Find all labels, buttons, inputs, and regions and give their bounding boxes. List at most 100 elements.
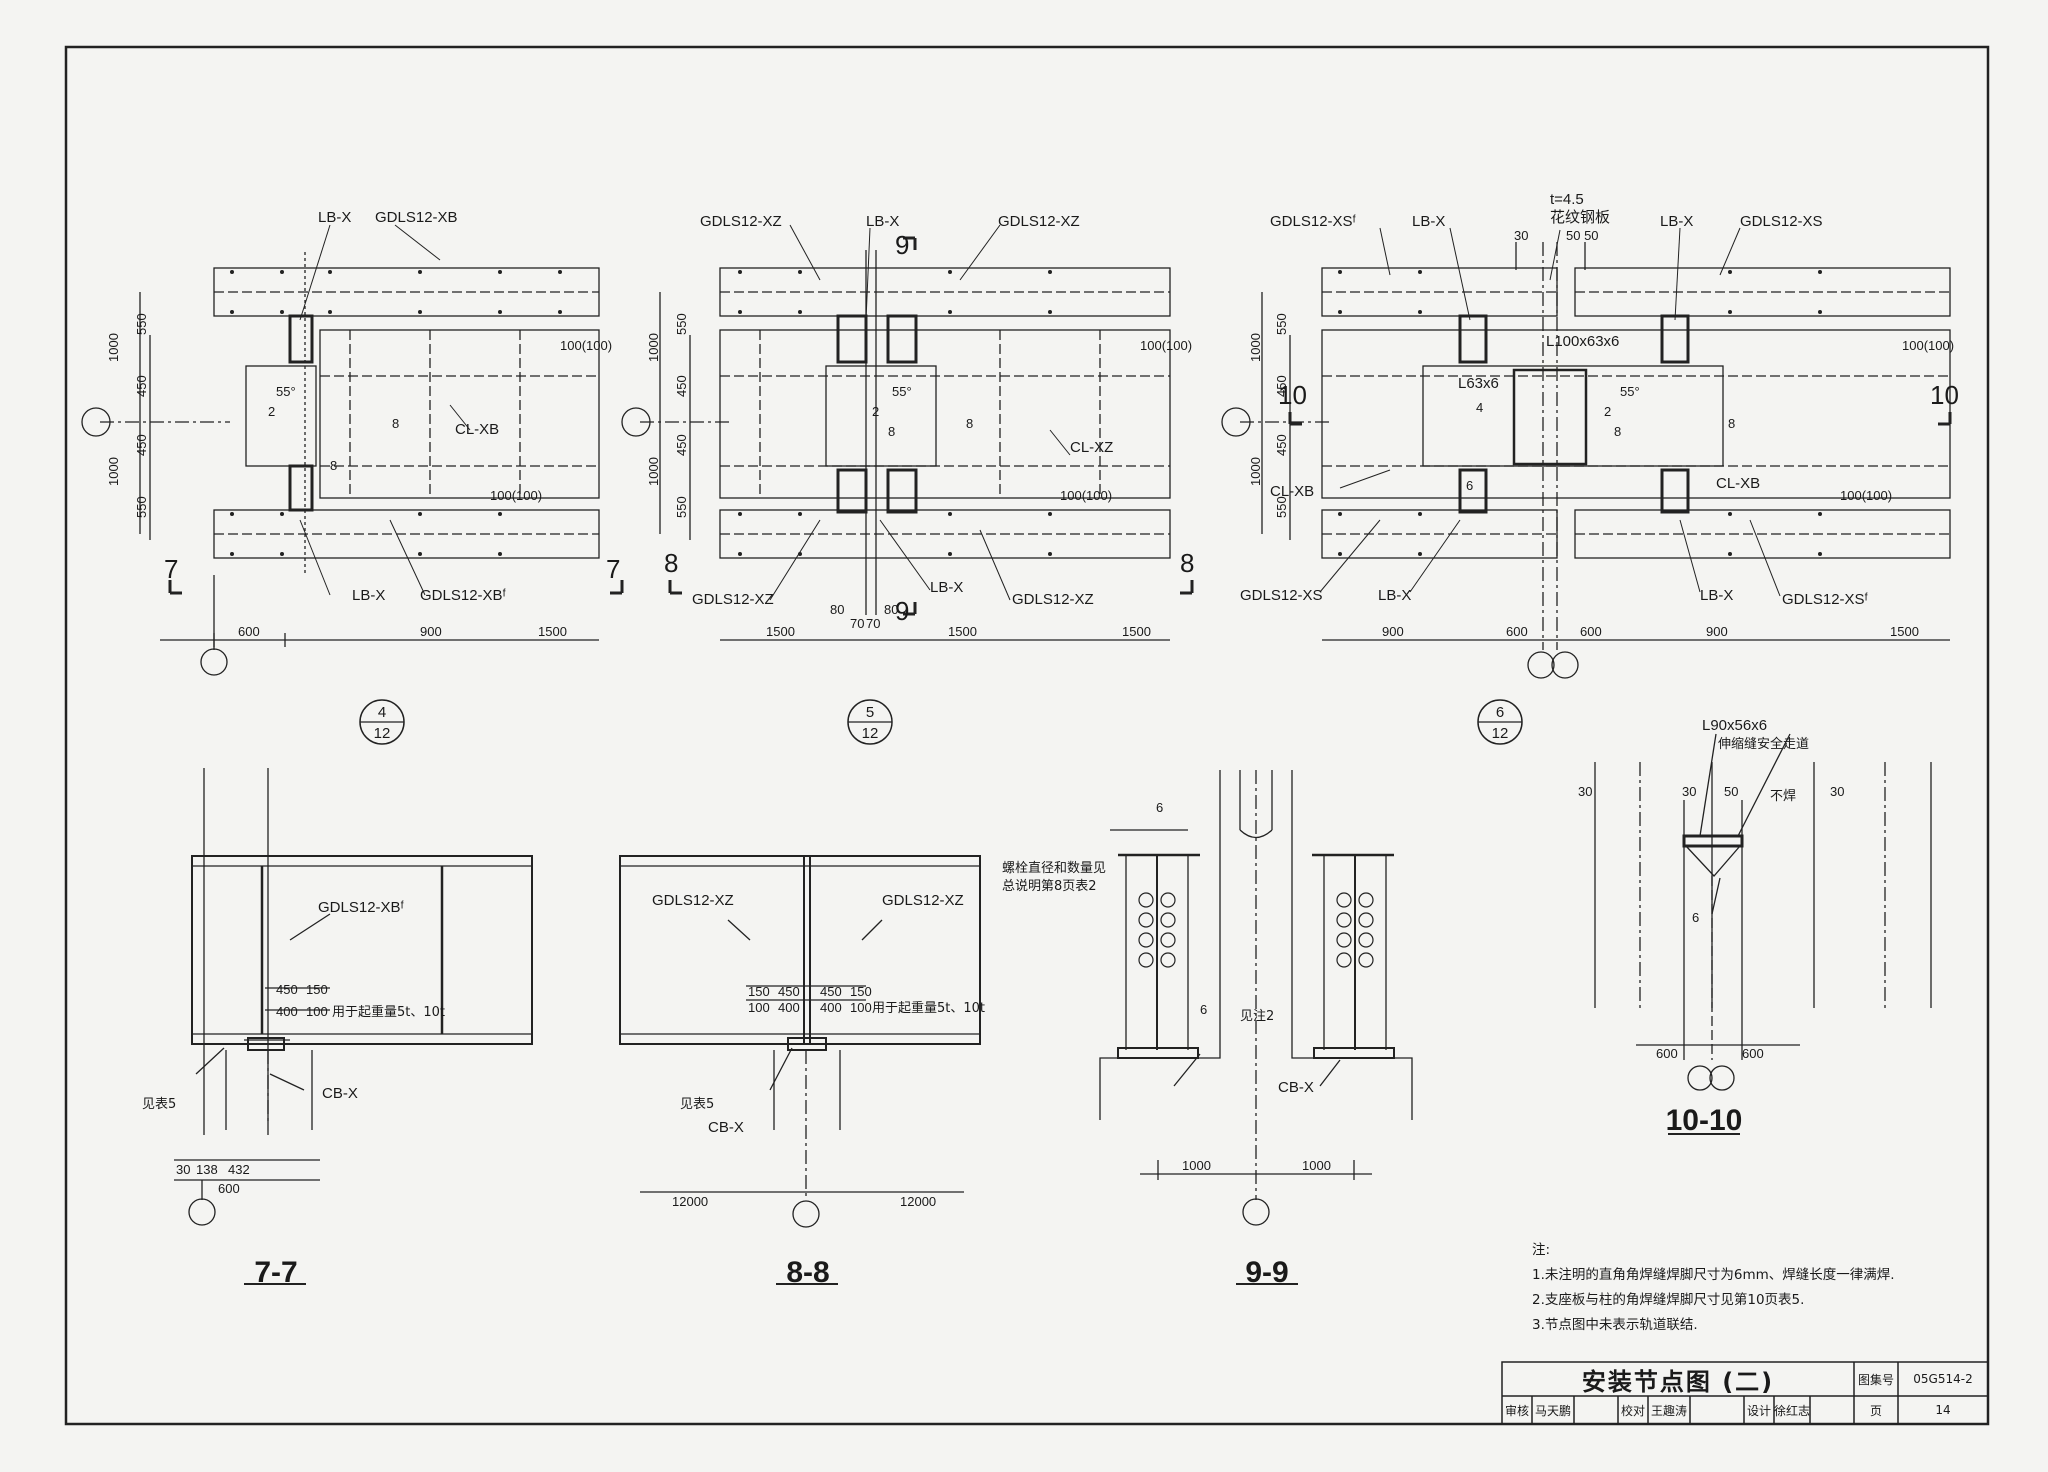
plan6-badge-num: 6 bbox=[1496, 704, 1504, 721]
sec77-b1: 30 bbox=[176, 1162, 190, 1177]
tb-checker-signature bbox=[1690, 1396, 1744, 1424]
sec77-title: 7-7 bbox=[254, 1256, 297, 1289]
plan6-label-beam-br: GDLS12-XSᶠ bbox=[1782, 591, 1869, 608]
plan-4-12 bbox=[81, 224, 624, 676]
sec1010-title: 10-10 bbox=[1666, 1104, 1743, 1137]
plan5-label-beam-bl: GDLS12-XZ bbox=[692, 591, 774, 608]
plan5-hdim-2: 1500 bbox=[1122, 624, 1151, 639]
sec77-b3: 432 bbox=[228, 1162, 250, 1177]
plan6-hdim-1: 600 bbox=[1506, 624, 1528, 639]
plan-6-bolts bbox=[1338, 270, 1822, 556]
plan6-label-t: t=4.5 bbox=[1550, 191, 1584, 208]
plan6-label-plate: 花纹钢板 bbox=[1550, 208, 1610, 226]
sec88-d0: 150 bbox=[748, 984, 770, 999]
sec88-s2: 12000 bbox=[900, 1194, 936, 1209]
sec1010-s1: 600 bbox=[1656, 1046, 1678, 1061]
plan6-label-angle100: L100x63x6 bbox=[1546, 333, 1619, 350]
plan5-weld8a: 8 bbox=[966, 416, 973, 431]
plan5-vdim-2: 550 bbox=[674, 313, 689, 335]
sec88-title: 8-8 bbox=[786, 1256, 829, 1289]
plan6-label-cl-left: CL-XB bbox=[1270, 483, 1314, 500]
tb-reviewer: 马天鹏 bbox=[1534, 1403, 1571, 1418]
plan4-vdim-1: 1000 bbox=[106, 457, 121, 486]
plan4-vdim-5: 550 bbox=[134, 496, 149, 518]
plan4-label-beam-top: GDLS12-XB bbox=[375, 209, 458, 226]
sec1010-angle: L90x56x6 bbox=[1702, 717, 1767, 734]
plan-4-bolts bbox=[230, 270, 562, 556]
plan6-vdim-0: 1000 bbox=[1248, 333, 1263, 362]
sec77-cb: CB-X bbox=[322, 1085, 358, 1102]
sec1010-nowel: 不焊 bbox=[1770, 788, 1796, 804]
plan6-label-cl-right: CL-XB bbox=[1716, 475, 1760, 492]
plan4-label-cl: CL-XB bbox=[455, 421, 499, 438]
sec88-cb: CB-X bbox=[708, 1119, 744, 1136]
plan5-label-lb-top: LB-X bbox=[866, 213, 899, 230]
plan5-cut9-top: 9 bbox=[895, 230, 909, 260]
sec1010-d30c: 30 bbox=[1682, 784, 1696, 799]
plan5-angle: 55° bbox=[892, 384, 912, 399]
title-block-frame bbox=[1501, 1361, 1989, 1425]
plan5-weld2: 2 bbox=[872, 404, 879, 419]
plan4-detail-badge: 4 12 bbox=[359, 699, 405, 745]
sec1010-d30b: 30 bbox=[1830, 784, 1844, 799]
sec99-w6a: 6 bbox=[1156, 800, 1163, 815]
plan5-label-beam-tr: GDLS12-XZ bbox=[998, 213, 1080, 230]
note-3: 3.节点图中未表示轨道联结. bbox=[1532, 1317, 1698, 1333]
plan4-dim100b: 100(100) bbox=[490, 488, 542, 503]
atlas-number: 05G514-2 bbox=[1913, 1372, 1973, 1386]
sec1010-s2: 600 bbox=[1742, 1046, 1764, 1061]
plan5-cut-left: 8 bbox=[664, 548, 678, 578]
plan4-label-lb-bot: LB-X bbox=[352, 587, 385, 604]
sec88-d4: 100 bbox=[748, 1000, 770, 1015]
plan5-vdim-1: 1000 bbox=[646, 457, 661, 486]
plan5-detail-badge: 5 12 bbox=[847, 699, 893, 745]
plan5-label-lb-bot: LB-X bbox=[930, 579, 963, 596]
sec77-note: 用于起重量5t、10t bbox=[332, 1004, 445, 1020]
sec88-s1: 12000 bbox=[672, 1194, 708, 1209]
sec88-d3: 150 bbox=[850, 984, 872, 999]
sec88-d6: 400 bbox=[820, 1000, 842, 1015]
plan5-label-cl: CL-XZ bbox=[1070, 439, 1113, 456]
plan6-weld2: 2 bbox=[1604, 404, 1611, 419]
plan5-vdim-3: 450 bbox=[674, 375, 689, 397]
plan6-d5050: 50 50 bbox=[1566, 228, 1599, 243]
plan6-label-beam-bl: GDLS12-XS bbox=[1240, 587, 1323, 604]
plan6-vdim-1: 1000 bbox=[1248, 457, 1263, 486]
plan6-weld8b: 8 bbox=[1614, 424, 1621, 439]
sec99-w6b: 6 bbox=[1200, 1002, 1207, 1017]
plan5-label-beam-tl: GDLS12-XZ bbox=[700, 213, 782, 230]
plan5-small-0: 80 bbox=[830, 602, 844, 617]
plan5-small-3: 70 bbox=[866, 616, 880, 631]
sec77-d3: 400 bbox=[276, 1004, 298, 1019]
plan6-dim100a: 100(100) bbox=[1902, 338, 1954, 353]
plan4-hdim-0: 600 bbox=[238, 624, 260, 639]
sec99-title: 9-9 bbox=[1245, 1256, 1288, 1289]
plan6-d30: 30 bbox=[1514, 228, 1528, 243]
sec99-bolt-note-1: 螺栓直径和数量见 bbox=[1002, 861, 1106, 876]
plan4-vdim-0: 1000 bbox=[106, 333, 121, 362]
plan6-hdim-3: 900 bbox=[1706, 624, 1728, 639]
plan6-hdim-4: 1500 bbox=[1890, 624, 1919, 639]
plan6-weld8a: 8 bbox=[1728, 416, 1735, 431]
plan5-label-beam-br: GDLS12-XZ bbox=[1012, 591, 1094, 608]
sec99-s1: 1000 bbox=[1182, 1158, 1211, 1173]
plan4-cut-left: 7 bbox=[164, 554, 178, 584]
plan5-badge-den: 12 bbox=[862, 725, 879, 742]
atlas-label: 图集号 bbox=[1857, 1372, 1894, 1387]
plan4-weld8a: 8 bbox=[392, 416, 399, 431]
plan6-dim100b: 100(100) bbox=[1840, 488, 1892, 503]
plan5-hdim-1: 1500 bbox=[948, 624, 977, 639]
plan6-angle: 55° bbox=[1620, 384, 1640, 399]
plan6-hdim-2: 600 bbox=[1580, 624, 1602, 639]
sec77-d1: 450 bbox=[276, 982, 298, 997]
sec88-note: 用于起重量5t、10t bbox=[872, 1000, 985, 1016]
plan4-weld2: 2 bbox=[268, 404, 275, 419]
plan6-label-angle63: L63x6 bbox=[1458, 375, 1499, 392]
sec99-cb: CB-X bbox=[1278, 1079, 1314, 1096]
sec77-see: 见表5 bbox=[142, 1097, 176, 1112]
sec1010-w6: 6 bbox=[1692, 910, 1699, 925]
page-number: 14 bbox=[1935, 1403, 1951, 1417]
plan4-label-lb-top: LB-X bbox=[318, 209, 351, 226]
sec88-see: 见表5 bbox=[680, 1097, 714, 1112]
sec88-d2: 450 bbox=[820, 984, 842, 999]
